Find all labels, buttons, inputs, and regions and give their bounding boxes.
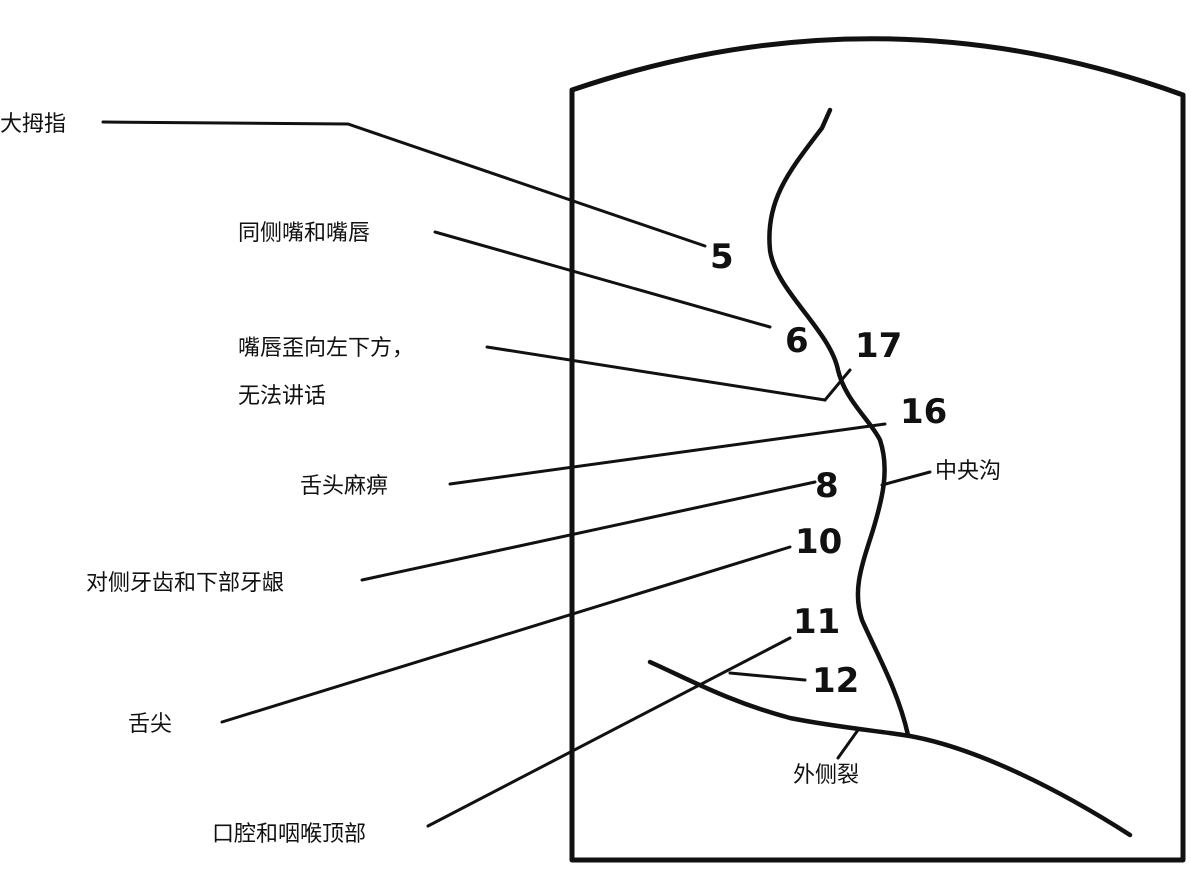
label-lips-line2: 无法讲话 bbox=[238, 384, 326, 409]
label-lateral-fissure: 外侧裂 bbox=[793, 763, 859, 788]
point-6: 6 bbox=[785, 321, 809, 361]
leader-tongue-tip bbox=[220, 545, 792, 724]
cortex-outline bbox=[569, 36, 1186, 863]
point-12: 12 bbox=[812, 661, 859, 701]
central-sulcus-line bbox=[767, 107, 911, 738]
label-thumb: 大拇指 bbox=[0, 112, 66, 137]
point-11: 11 bbox=[793, 602, 840, 642]
label-contra-teeth-gums: 对侧牙齿和下部牙龈 bbox=[86, 571, 284, 596]
point-10: 10 bbox=[795, 522, 842, 562]
label-central-sulcus: 中央沟 bbox=[935, 459, 1001, 484]
leader-tongue-numb bbox=[448, 422, 887, 486]
leader-ipsi-mouth bbox=[433, 230, 772, 329]
leader-central-sulcus bbox=[880, 470, 932, 487]
leader-lips bbox=[485, 345, 827, 402]
label-lips-line1: 嘴唇歪向左下方， bbox=[238, 336, 414, 361]
leader-point17 bbox=[823, 368, 852, 402]
leader-point12 bbox=[728, 671, 807, 682]
leader-oral-pharynx bbox=[426, 636, 792, 828]
leader-thumb bbox=[101, 120, 707, 248]
label-oral-pharynx-roof: 口腔和咽喉顶部 bbox=[212, 822, 366, 847]
label-ipsi-mouth-lips: 同侧嘴和嘴唇 bbox=[238, 221, 370, 246]
label-tongue-tip: 舌尖 bbox=[128, 712, 172, 737]
leader-teeth-gums bbox=[360, 480, 817, 582]
leader-lateral-fissure bbox=[836, 728, 860, 760]
point-16: 16 bbox=[900, 392, 947, 432]
point-17: 17 bbox=[855, 326, 902, 366]
lateral-fissure-line bbox=[647, 659, 1133, 838]
label-tongue-numb: 舌头麻痹 bbox=[300, 474, 388, 499]
point-8: 8 bbox=[815, 466, 839, 506]
point-5: 5 bbox=[710, 237, 734, 277]
